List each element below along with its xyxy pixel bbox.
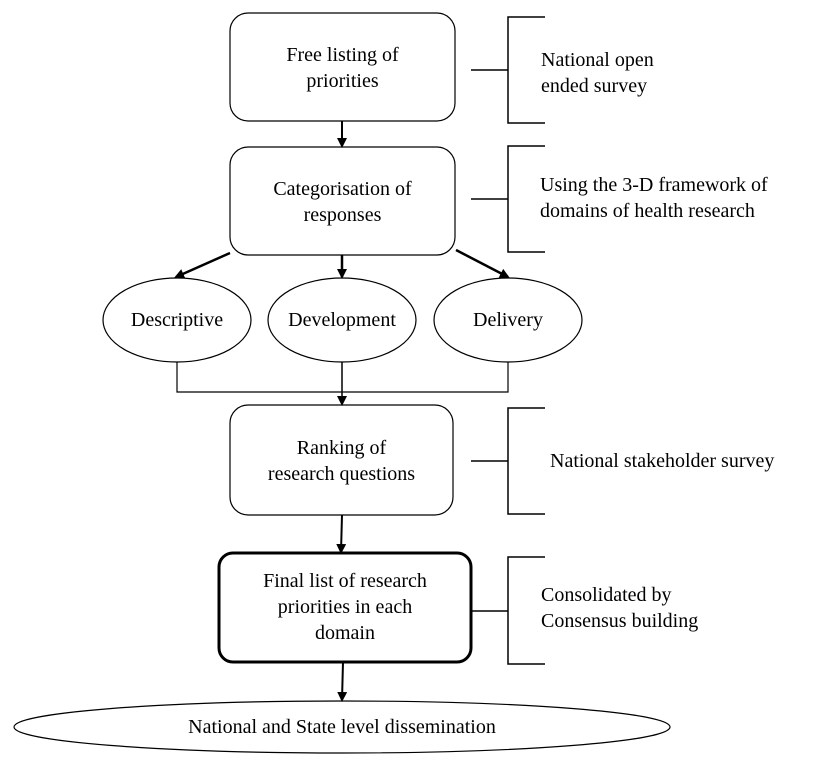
note-survey: National open ended survey bbox=[541, 49, 654, 97]
final-list-label: Final list of research priorities in eac… bbox=[263, 570, 427, 644]
delivery-label: Delivery bbox=[473, 309, 543, 331]
arrow-ranking-to-final bbox=[336, 514, 347, 554]
bracket-survey bbox=[471, 16, 545, 124]
bracket-stakeholder bbox=[471, 407, 545, 515]
bracket-consensus bbox=[471, 556, 545, 665]
arrow-to-delivery bbox=[455, 248, 510, 279]
ranking-label: Ranking of research questions bbox=[267, 437, 416, 485]
note-stakeholder: National stakeholder survey bbox=[550, 450, 775, 472]
categorisation-label: Categorisation of responses bbox=[273, 178, 412, 226]
note-framework: Using the 3-D framework of domains of he… bbox=[540, 174, 768, 222]
free-listing-label: Free listing of priorities bbox=[286, 44, 399, 92]
development-label: Development bbox=[288, 309, 396, 331]
arrow-final-to-dissemination bbox=[337, 661, 348, 702]
bracket-framework bbox=[471, 145, 545, 253]
arrow-to-descriptive bbox=[174, 251, 231, 279]
descriptive-label: Descriptive bbox=[130, 309, 224, 331]
note-consensus: Consolidated by Consensus building bbox=[541, 584, 699, 632]
dissemination-label: National and State level dissemination bbox=[188, 716, 496, 738]
